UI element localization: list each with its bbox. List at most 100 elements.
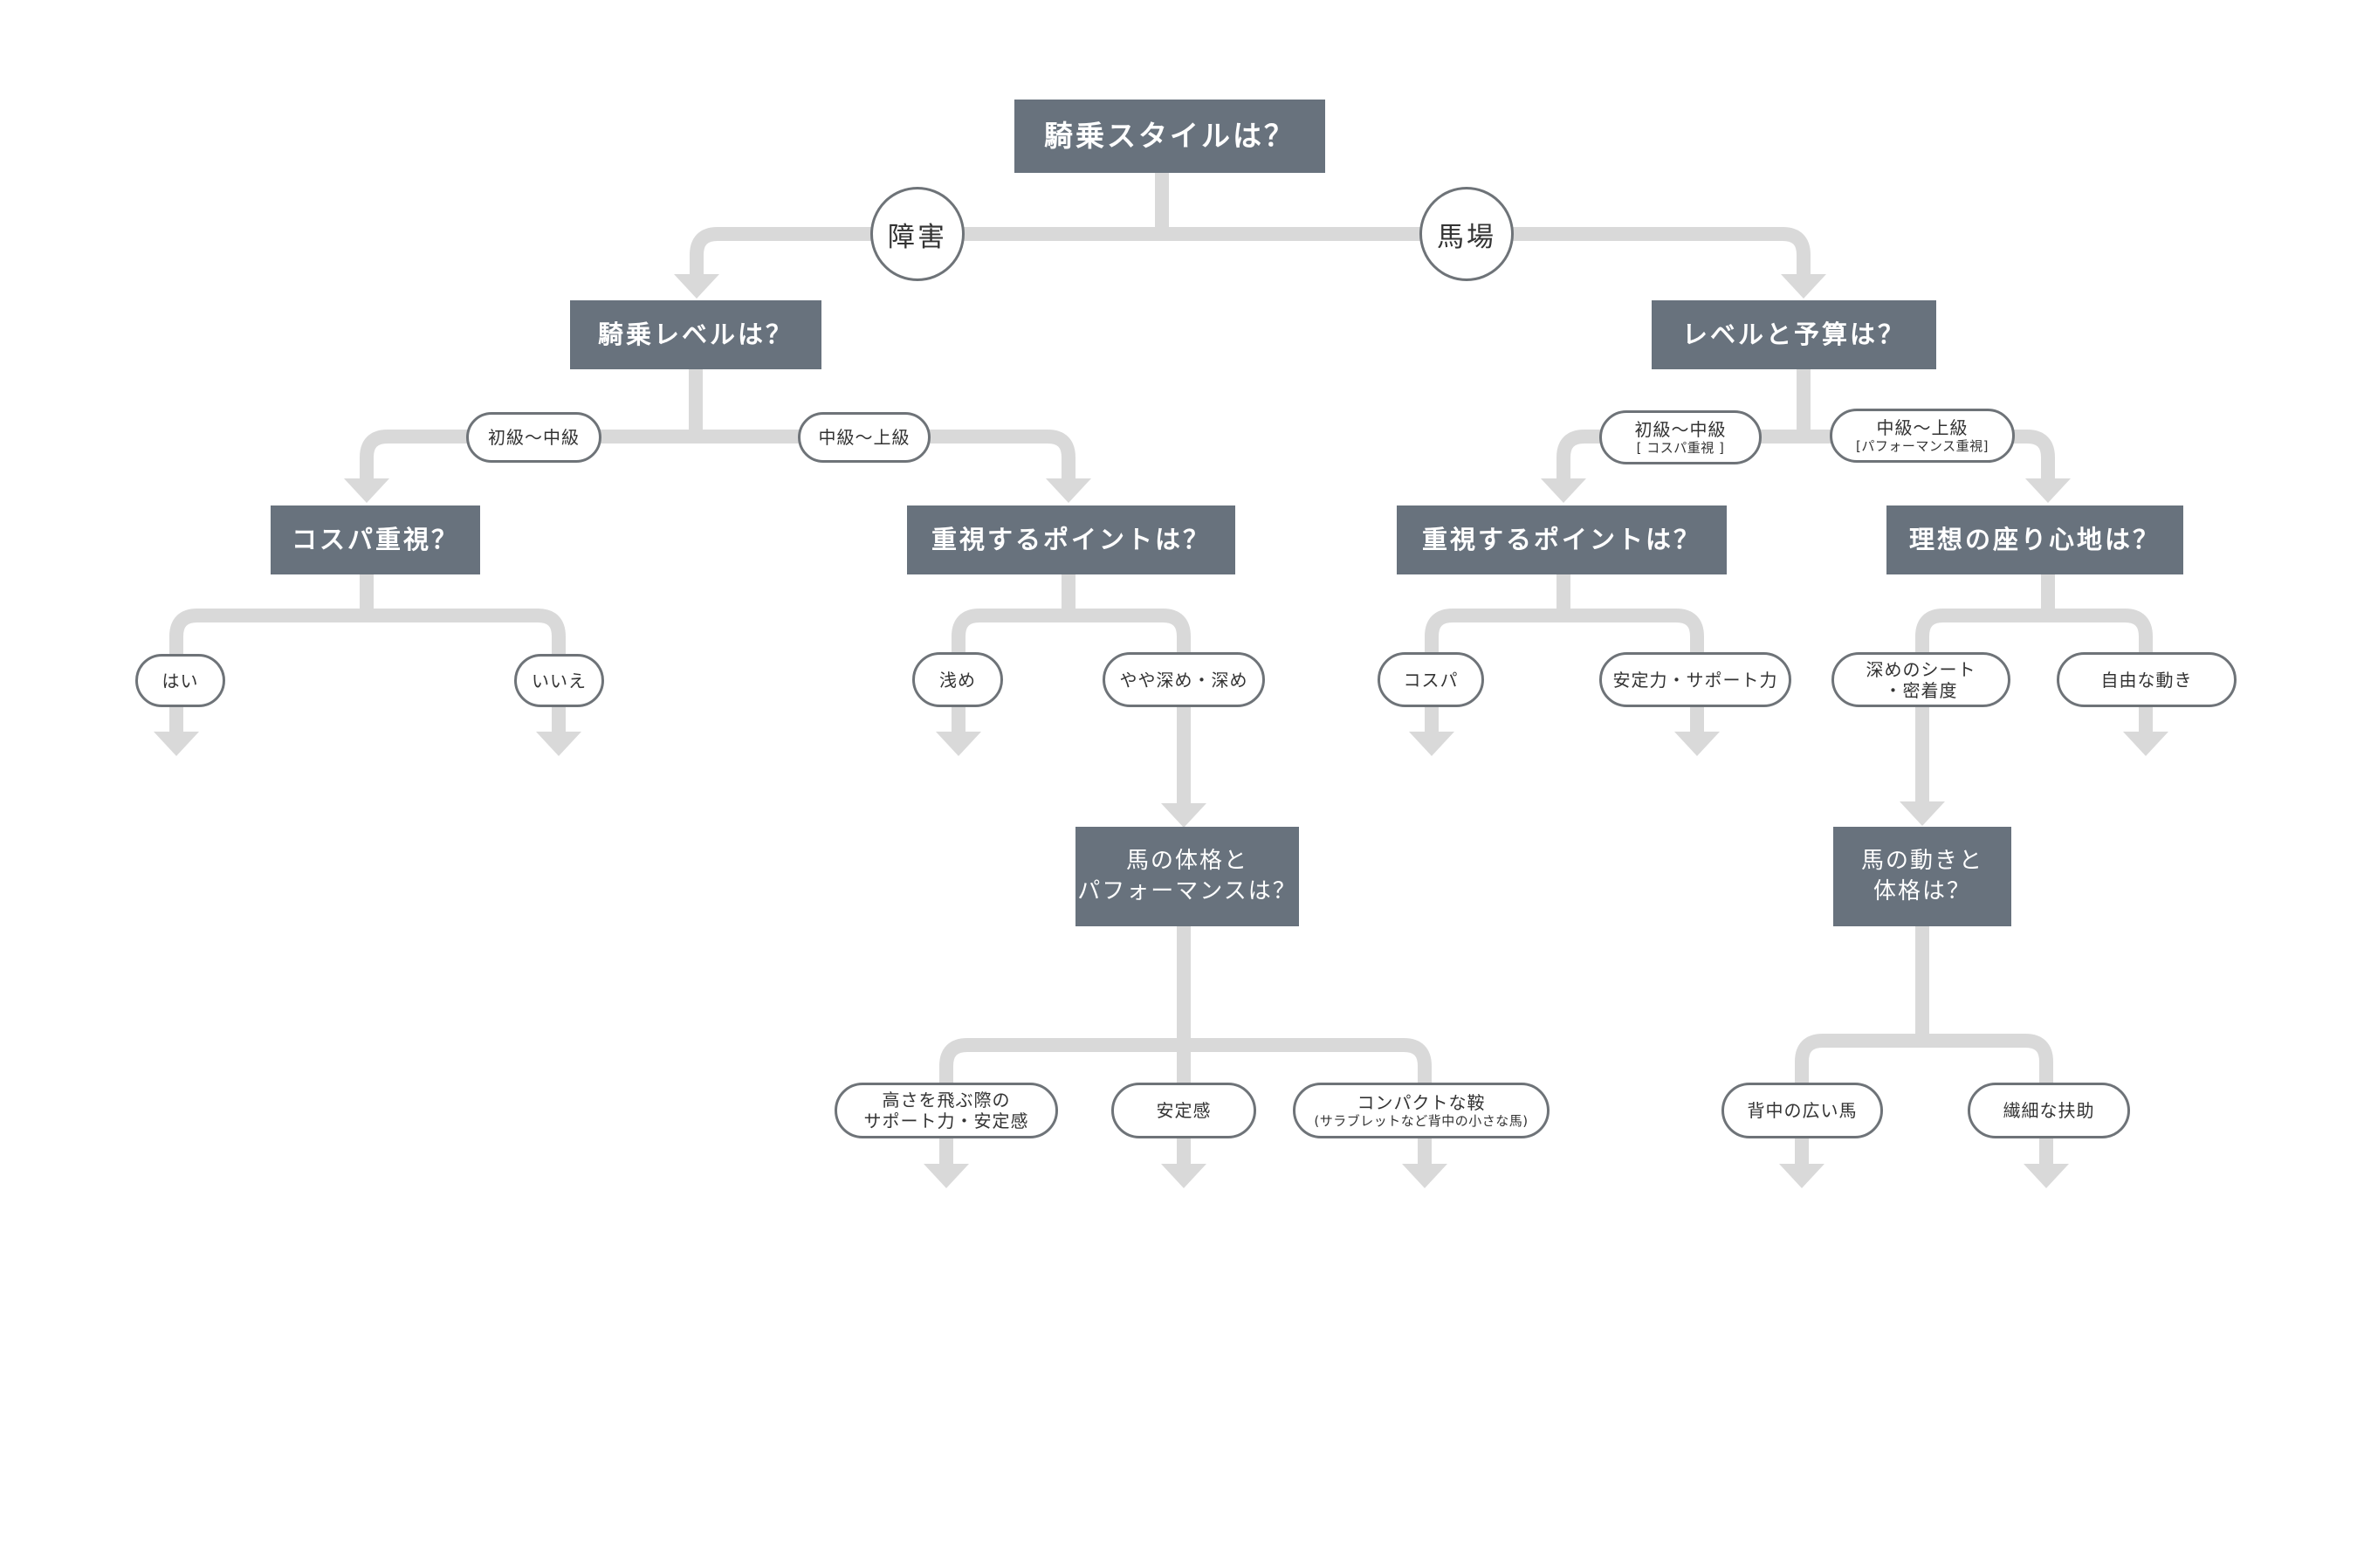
branch-obstacle-label: 障害 xyxy=(888,221,947,253)
flat-level-question-node: レベルと予算は？ xyxy=(1652,300,1936,369)
connector-body-right xyxy=(1184,1038,1432,1166)
arrowhead xyxy=(1409,732,1454,756)
connector-root-left xyxy=(690,227,1162,274)
arrowhead xyxy=(1402,1164,1447,1188)
arrowhead xyxy=(936,732,981,756)
connector-motion-right xyxy=(1922,1034,2053,1166)
flat-point-question-text: 重視するポイントは？ xyxy=(1421,524,1701,554)
free-motion-text: 自由な動き xyxy=(2100,669,2193,691)
arrowhead xyxy=(674,274,719,299)
deep-pill: やや深め・深め xyxy=(1103,652,1265,707)
body-performance-question-node: 馬の体格と パフォーマンスは？ xyxy=(1075,827,1299,926)
compact-saddle-pill: コンパクトな鞍 (サラブレットなど背中の小さな馬) xyxy=(1293,1083,1550,1138)
connector-obstacle-left xyxy=(360,430,696,480)
wide-back-text: 背中の広い馬 xyxy=(1747,1100,1858,1121)
connector-body-left xyxy=(939,1038,1184,1166)
wide-back-pill: 背中の広い馬 xyxy=(1721,1083,1883,1138)
connector-flat-left xyxy=(1556,430,1804,480)
shallow-text: 浅め xyxy=(939,669,976,691)
yes-text: はい xyxy=(161,670,199,691)
arrowhead xyxy=(344,478,389,503)
arrowhead xyxy=(2024,1164,2069,1188)
connector-cost-left xyxy=(169,609,367,733)
connector-motion-left xyxy=(1795,1034,1922,1166)
shallow-pill: 浅め xyxy=(912,652,1003,707)
arrowhead xyxy=(1900,801,1945,826)
arrowhead xyxy=(2025,478,2071,503)
arrowhead xyxy=(154,732,199,756)
connector-fpoint-left xyxy=(1425,609,1563,733)
flat-advanced-line1: 中級〜上級 xyxy=(1876,417,1969,438)
motion-question-node: 馬の動きと 体格は？ xyxy=(1833,827,2011,926)
yes-pill: はい xyxy=(135,654,225,707)
deep-seat-pill: 深めのシート ・密着度 xyxy=(1831,652,2010,707)
cost-question-text: コスパ重視？ xyxy=(291,524,459,554)
jump-line2: サポート力・安定感 xyxy=(863,1111,1029,1131)
arrowhead xyxy=(1046,478,1091,503)
flat-point-question-node: 重視するポイントは？ xyxy=(1397,505,1727,574)
flat-beginner-line2: [ コスパ重視 ] xyxy=(1636,440,1725,456)
arrowhead xyxy=(1161,1164,1206,1188)
obstacle-beginner-pill: 初級〜中級 xyxy=(466,412,601,463)
stability-text: 安定感 xyxy=(1156,1100,1212,1121)
cost-text: コスパ xyxy=(1403,669,1459,691)
deep-seat-line1: 深めのシート xyxy=(1866,658,1976,680)
cost-question-node: コスパ重視？ xyxy=(271,505,480,574)
support-pill: 安定力・サポート力 xyxy=(1599,652,1791,707)
obstacle-point-question-text: 重視するポイントは？ xyxy=(931,524,1211,554)
body-question-line1: 馬の体格と xyxy=(1125,847,1248,874)
body-question-line2: パフォーマンスは？ xyxy=(1077,878,1297,904)
obstacle-advanced-pill: 中級〜上級 xyxy=(798,412,931,463)
no-pill: いいえ xyxy=(514,654,604,707)
flat-beginner-pill: 初級〜中級 [ コスパ重視 ] xyxy=(1599,410,1762,464)
connector-comfort-right xyxy=(2048,609,2153,733)
connector-comfort-left xyxy=(1915,609,2048,803)
stability-pill: 安定感 xyxy=(1111,1083,1256,1138)
cost-pill: コスパ xyxy=(1378,652,1484,707)
comfort-question-text: 理想の座り心地は？ xyxy=(1908,524,2161,554)
obstacle-point-question-node: 重視するポイントは？ xyxy=(907,505,1235,574)
fine-aids-pill: 繊細な扶助 xyxy=(1968,1083,2130,1138)
connector-root-right xyxy=(1162,227,1811,274)
branch-flat-label: 馬場 xyxy=(1437,221,1496,253)
comfort-question-node: 理想の座り心地は？ xyxy=(1886,505,2183,574)
flat-advanced-pill: 中級〜上級 [パフォーマンス重視] xyxy=(1830,409,2015,463)
root-question-node: 騎乗スタイルは？ xyxy=(1014,100,1325,173)
fine-aids-text: 繊細な扶助 xyxy=(2003,1100,2095,1121)
obstacle-beginner-text: 初級〜中級 xyxy=(488,427,580,448)
arrowhead xyxy=(2123,732,2168,756)
obstacle-level-question-node: 騎乗レベルは？ xyxy=(570,300,821,369)
motion-question-line1: 馬の動きと xyxy=(1860,847,1983,874)
jump-support-pill: 高さを飛ぶ際の サポート力・安定感 xyxy=(835,1083,1058,1138)
arrowhead xyxy=(924,1164,969,1188)
arrowhead xyxy=(1779,1164,1824,1188)
connector-fpoint-right xyxy=(1563,609,1704,733)
arrowhead xyxy=(1541,478,1586,503)
support-text: 安定力・サポート力 xyxy=(1612,669,1778,691)
deep-text: やや深め・深め xyxy=(1119,669,1248,691)
deep-seat-line2: ・密着度 xyxy=(1884,679,1958,701)
no-text: いいえ xyxy=(532,670,587,691)
arrowhead xyxy=(536,732,581,756)
arrowhead xyxy=(1161,803,1206,828)
connector-opoint-left xyxy=(952,609,1069,733)
root-question-text: 騎乗スタイルは？ xyxy=(1044,118,1295,153)
obstacle-level-question-text: 騎乗レベルは？ xyxy=(597,319,794,349)
branch-flat-circle: 馬場 xyxy=(1419,187,1514,281)
free-motion-pill: 自由な動き xyxy=(2057,652,2237,707)
connector-flat-right xyxy=(1804,430,2055,480)
flat-beginner-line1: 初級〜中級 xyxy=(1634,419,1727,440)
connector-opoint-right xyxy=(1069,609,1191,805)
motion-question-line2: 体格は？ xyxy=(1873,878,1971,904)
compact-line2: (サラブレットなど背中の小さな馬) xyxy=(1314,1113,1529,1129)
jump-line1: 高さを飛ぶ際の xyxy=(882,1090,1011,1111)
arrowhead xyxy=(1674,732,1720,756)
obstacle-advanced-text: 中級〜上級 xyxy=(818,427,911,448)
connector-obstacle-right xyxy=(696,430,1075,480)
flat-level-question-text: レベルと予算は？ xyxy=(1681,319,1906,349)
connector-cost-right xyxy=(367,609,566,733)
compact-line1: コンパクトな鞍 xyxy=(1357,1092,1486,1113)
flat-advanced-line2: [パフォーマンス重視] xyxy=(1856,438,1989,454)
